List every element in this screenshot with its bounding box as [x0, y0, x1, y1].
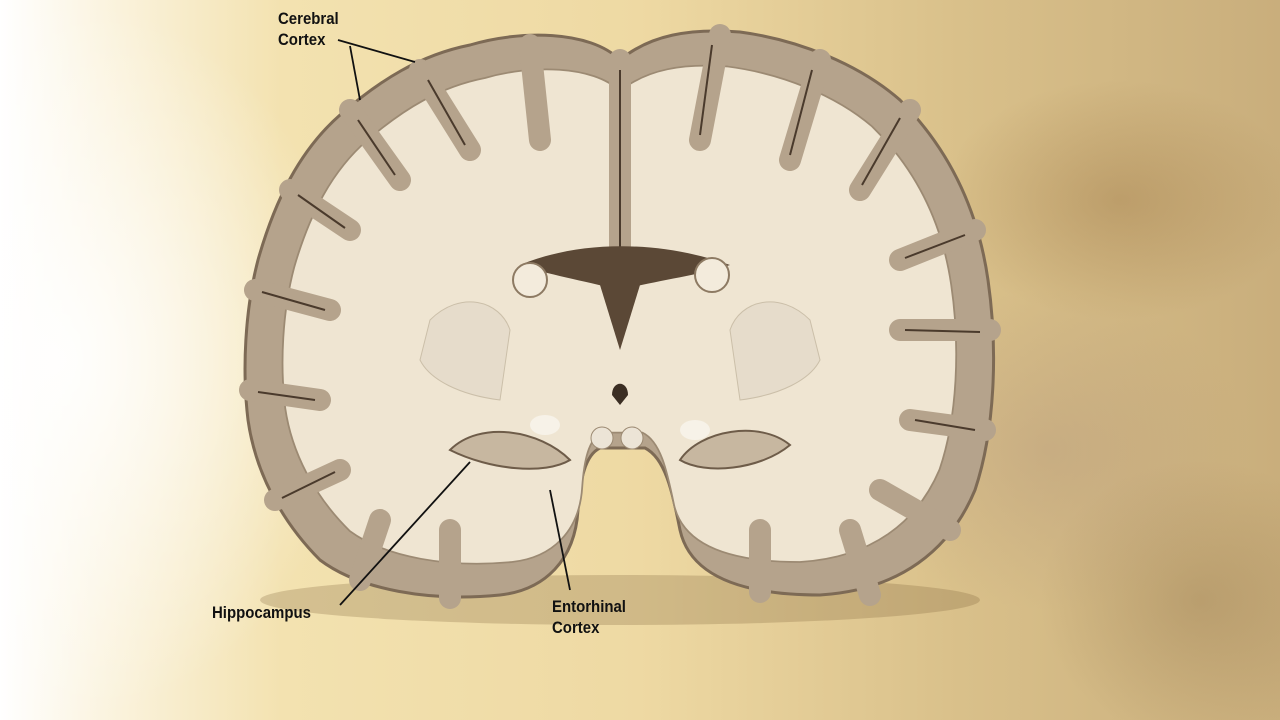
label-line: Cortex — [552, 618, 600, 637]
hippocampus-structure — [448, 415, 792, 470]
lateral-ventricles — [512, 246, 730, 405]
label-line: Entorhinal — [552, 597, 626, 616]
leader-lines — [337, 39, 571, 606]
sulci-lines — [257, 44, 981, 499]
label-line: Cerebral — [278, 9, 339, 28]
label-entorhinal-cortex: Entorhinal Cortex — [552, 596, 626, 638]
label-cerebral-cortex: Cerebral Cortex — [278, 8, 339, 50]
basal-ganglia — [419, 301, 821, 401]
label-hippocampus: Hippocampus — [212, 603, 311, 622]
label-line: Cortex — [278, 30, 326, 49]
